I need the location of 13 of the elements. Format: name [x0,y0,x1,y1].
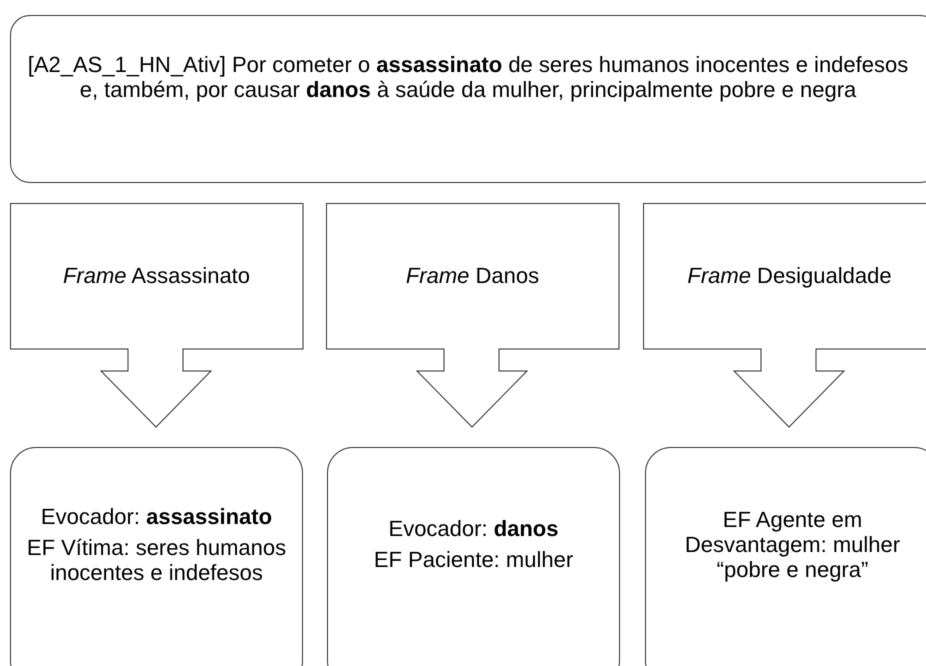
result-text: EF Paciente: mulher [374,547,574,572]
result-box [645,447,926,666]
result-box [327,447,620,666]
result-text: EF Agente em Desvantagem: mulher “pobre e negra” [684,506,902,582]
frame-label: Frame Assassinato [62,263,250,289]
frame-label: Frame Desigualdade [687,263,892,289]
text-box [10,15,926,183]
result-text: EF Vítima: seres humanos inocentes e indefesos [26,534,288,584]
result-text: Evocador: assassinato [40,504,272,528]
sentence-text: [A2_AS_1_HN_Ativ] Por cometer o assassinato de seres humanos inocentes e indefesos e, também, por causar danos à saúde da mulher, principalmente pobre e negra [26,52,910,102]
result-box [10,447,303,666]
frame-label: Frame Danos [406,263,540,289]
result-text: Evocador: danos [388,516,558,541]
